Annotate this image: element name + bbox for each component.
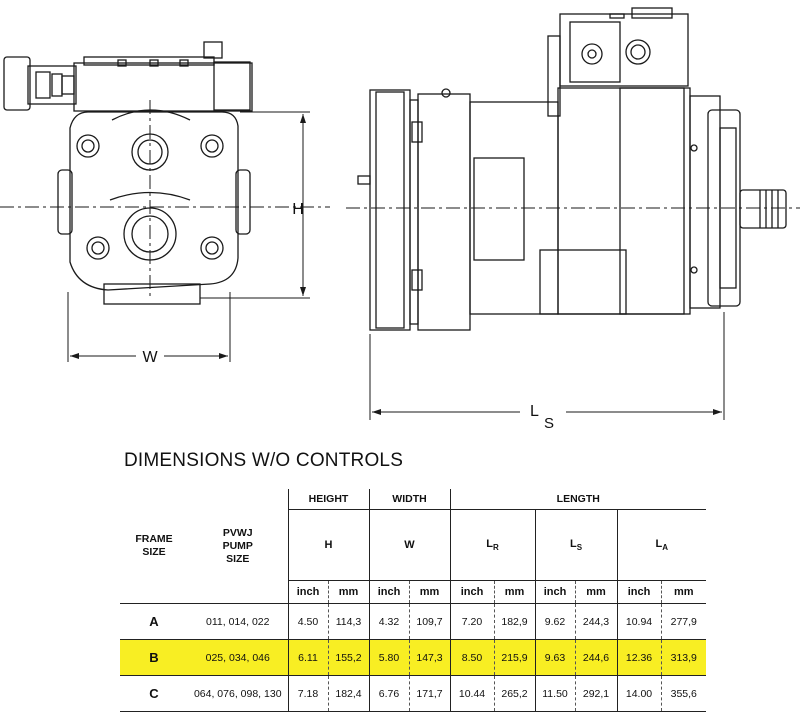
value-cell: 9.63 — [534, 639, 575, 676]
value-cell: 109,7 — [408, 603, 450, 640]
side-view — [346, 7, 800, 420]
lr-sub: R — [492, 543, 499, 553]
value-cell: 10.94 — [616, 603, 661, 640]
value-cell: 5.80 — [368, 639, 409, 676]
unit-header: inch — [616, 580, 661, 604]
value-cell: 244,3 — [574, 603, 617, 640]
front-view — [0, 41, 330, 362]
frame-size-header-line2: SIZE — [142, 546, 166, 558]
unit-header: inch — [368, 580, 409, 604]
width-subheader: W — [368, 509, 450, 581]
value-cell: 171,7 — [408, 675, 450, 712]
table-row-highlighted: B 025, 034, 046 6.11 155,2 5.80 147,3 8.… — [120, 639, 706, 676]
height-subheader: H — [287, 509, 369, 581]
value-cell: 355,6 — [660, 675, 706, 712]
value-cell: 265,2 — [493, 675, 535, 712]
value-cell: 10.44 — [449, 675, 494, 712]
frame-size-cell: C — [120, 675, 188, 712]
value-cell: 4.50 — [287, 603, 328, 640]
pump-size-header-line2: PUMP — [222, 539, 253, 552]
unit-header: inch — [449, 580, 494, 604]
unit-header: inch — [287, 580, 328, 604]
value-cell: 244,6 — [574, 639, 617, 676]
value-cell: 14.00 — [616, 675, 661, 712]
value-cell: 6.76 — [368, 675, 409, 712]
value-cell: 8.50 — [449, 639, 494, 676]
pump-size-header: PVWJ PUMP SIZE — [188, 489, 288, 604]
length-group-header: LENGTH — [449, 489, 706, 510]
value-cell: 155,2 — [327, 639, 369, 676]
pump-dimension-drawing: H W — [0, 7, 800, 432]
value-cell: 6.11 — [287, 639, 328, 676]
value-cell: 292,1 — [574, 675, 617, 712]
value-cell: 182,9 — [493, 603, 535, 640]
value-cell: 215,9 — [493, 639, 535, 676]
value-cell: 182,4 — [327, 675, 369, 712]
lr-main: L — [486, 537, 493, 550]
frame-size-cell: B — [120, 639, 188, 676]
length-dimension-subscript: S — [544, 415, 554, 432]
height-dimension-label: H — [292, 201, 304, 218]
value-cell: 313,9 — [660, 639, 706, 676]
pump-size-header-line3: SIZE — [226, 552, 250, 565]
height-group-header: HEIGHT — [287, 489, 369, 510]
unit-header: mm — [493, 580, 535, 604]
value-cell: 9.62 — [534, 603, 575, 640]
lr-subheader: LR — [449, 509, 535, 581]
length-dimension-label: L — [530, 403, 539, 420]
pump-size-header-line1: PVWJ — [222, 526, 253, 539]
unit-header: inch — [534, 580, 575, 604]
width-dimension-label: W — [142, 349, 158, 366]
frame-size-header: FRAME SIZE — [120, 489, 188, 604]
width-group-header: WIDTH — [368, 489, 450, 510]
unit-header: mm — [408, 580, 450, 604]
la-subheader: LA — [616, 509, 706, 581]
value-cell: 7.18 — [287, 675, 328, 712]
ls-main: L — [569, 537, 577, 550]
pump-size-cell: 025, 034, 046 — [188, 639, 288, 676]
value-cell: 147,3 — [408, 639, 450, 676]
la-main: L — [655, 537, 663, 550]
pump-size-cell: 064, 076, 098, 130 — [188, 675, 288, 712]
value-cell: 12.36 — [616, 639, 661, 676]
ls-subheader: LS — [534, 509, 617, 581]
value-cell: 4.32 — [368, 603, 409, 640]
la-sub: A — [662, 543, 668, 553]
dimensions-table: FRAME SIZE PVWJ PUMP SIZE HEIGHT WIDTH L… — [120, 489, 706, 712]
unit-header: mm — [574, 580, 617, 604]
value-cell: 277,9 — [660, 603, 706, 640]
unit-header: mm — [327, 580, 369, 604]
unit-header: mm — [660, 580, 706, 604]
table-row: C 064, 076, 098, 130 7.18 182,4 6.76 171… — [120, 675, 706, 712]
table-row: A 011, 014, 022 4.50 114,3 4.32 109,7 7.… — [120, 603, 706, 640]
ls-sub: S — [576, 543, 583, 553]
value-cell: 11.50 — [534, 675, 575, 712]
dimensions-heading: DIMENSIONS W/O CONTROLS — [124, 450, 404, 471]
frame-size-cell: A — [120, 603, 188, 640]
frame-size-header-line1: FRAME — [135, 533, 173, 545]
pump-size-cell: 011, 014, 022 — [188, 603, 288, 640]
value-cell: 114,3 — [327, 603, 369, 640]
value-cell: 7.20 — [449, 603, 494, 640]
